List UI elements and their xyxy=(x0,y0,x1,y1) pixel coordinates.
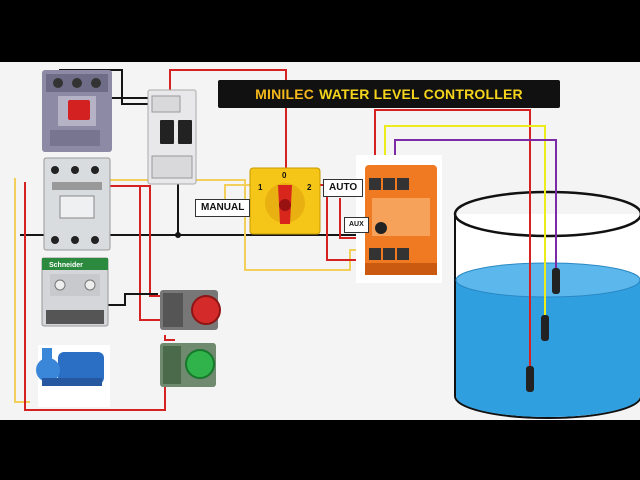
overload-relay: Schneider xyxy=(41,257,109,327)
contactor xyxy=(43,157,111,251)
wire-red-probe-low xyxy=(374,109,531,382)
selector-pos-2: 2 xyxy=(307,183,312,192)
title-brand: MINILEC xyxy=(255,86,315,102)
wire-yellow-contact xyxy=(14,178,30,403)
label-aux: AUX xyxy=(344,217,369,233)
wire-red-stop-2 xyxy=(110,185,165,297)
mpcb xyxy=(42,70,112,152)
wire-black-relay xyxy=(105,293,158,306)
level-probes xyxy=(526,268,560,392)
water-level-controller xyxy=(356,155,442,283)
water-tank xyxy=(453,190,640,419)
water-body xyxy=(456,280,640,417)
water-surface xyxy=(455,262,640,298)
label-auto: AUTO xyxy=(323,179,364,197)
title-main: WATER LEVEL CONTROLLER xyxy=(319,86,523,102)
label-manual: MANUAL xyxy=(195,199,251,217)
stop-push-button xyxy=(160,290,221,330)
diagram-canvas: Schneider xyxy=(0,62,640,420)
wire-yellow-probe-mid xyxy=(384,125,546,318)
selector-pos-0: 0 xyxy=(282,171,287,180)
wiring-diagram: Schneider xyxy=(14,69,640,419)
wire-red-mcb xyxy=(169,69,287,168)
mcb xyxy=(147,89,197,185)
selector-pos-1: 1 xyxy=(258,183,263,192)
selector-switch: 1 0 2 xyxy=(249,167,321,235)
water-pump xyxy=(36,345,110,407)
start-push-button xyxy=(160,343,216,387)
wire-red-start-to-stop xyxy=(164,335,175,341)
wire-yellow-left xyxy=(75,179,372,271)
diagram-title: MINILEC WATER LEVEL CONTROLLER xyxy=(218,80,560,108)
tank-rim xyxy=(453,190,640,238)
contactor-brand: Schneider xyxy=(49,262,83,269)
